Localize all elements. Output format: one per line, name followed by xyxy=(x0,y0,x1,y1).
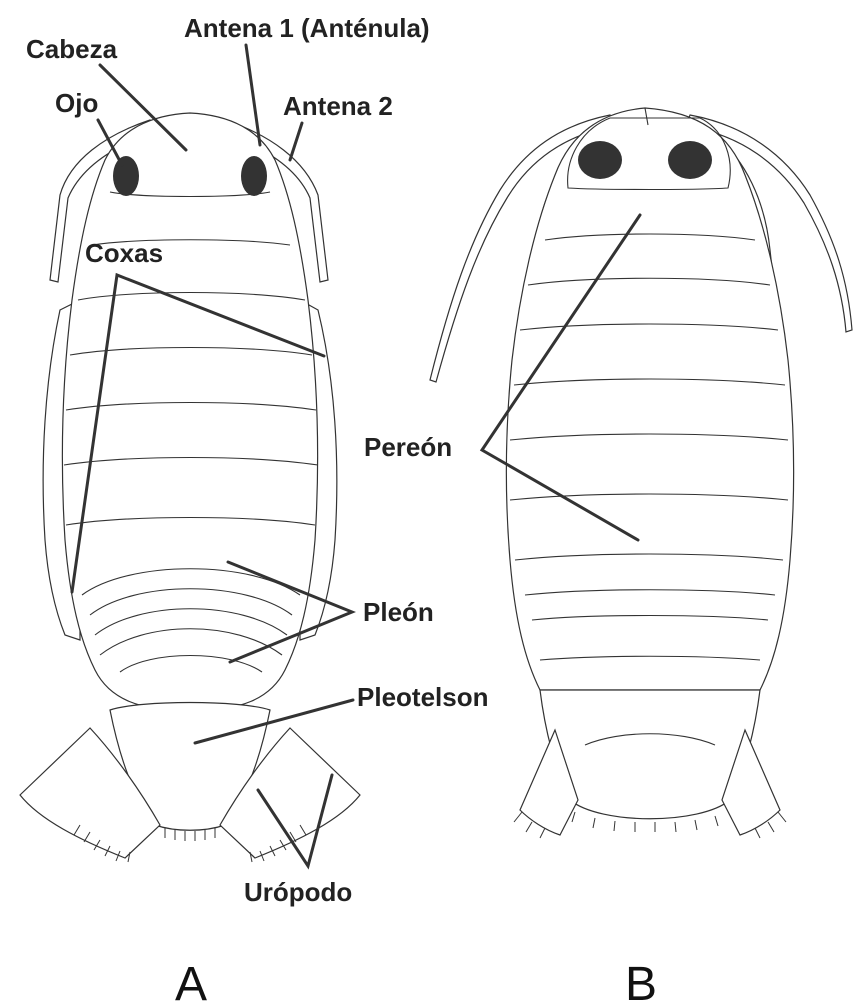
label-cabeza: Cabeza xyxy=(26,34,118,64)
specimen-b xyxy=(430,108,852,838)
label-uropodo: Urópodo xyxy=(244,877,352,907)
label-pleotelson: Pleotelson xyxy=(357,682,488,712)
body-b xyxy=(506,108,793,690)
label-pleon: Pleón xyxy=(363,597,434,627)
eye-right-b xyxy=(668,141,712,179)
label-ojo: Ojo xyxy=(55,88,98,118)
panel-label-a: A xyxy=(175,958,207,1006)
panel-label-b: B xyxy=(625,958,657,1006)
label-pereon: Pereón xyxy=(364,432,452,462)
eye-left-b xyxy=(578,141,622,179)
specimen-a xyxy=(20,113,360,862)
label-antena-1: Antena 1 (Anténula) xyxy=(184,13,430,43)
label-antena-2: Antena 2 xyxy=(283,91,393,121)
eye-right-a xyxy=(241,156,267,196)
eye-left-a xyxy=(113,156,139,196)
body-a xyxy=(62,113,317,712)
label-coxas: Coxas xyxy=(85,238,163,268)
